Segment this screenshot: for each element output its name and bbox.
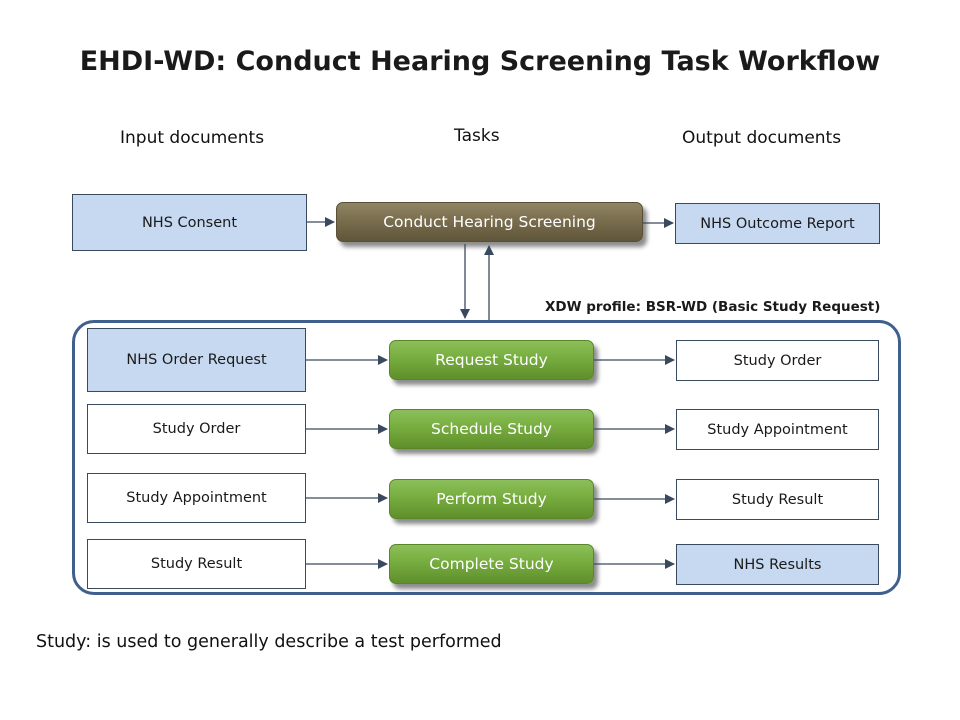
input-doc-row-3: Study Appointment <box>87 473 306 523</box>
output-doc-row-4: NHS Results <box>676 544 879 585</box>
footnote: Study: is used to generally describe a t… <box>36 632 502 652</box>
output-documents-heading: Output documents <box>682 128 842 148</box>
output-doc-row-1: Study Order <box>676 340 879 381</box>
input-doc-row-1: NHS Order Request <box>87 328 306 392</box>
task-schedule-study: Schedule Study <box>389 409 594 449</box>
task-complete-study: Complete Study <box>389 544 594 584</box>
input-doc-nhs-consent: NHS Consent <box>72 194 307 251</box>
output-doc-row-3: Study Result <box>676 479 879 520</box>
xdw-profile-label: XDW profile: BSR-WD (Basic Study Request… <box>545 299 881 315</box>
output-doc-row-2: Study Appointment <box>676 409 879 450</box>
task-perform-study: Perform Study <box>389 479 594 519</box>
bsr-wd-workflow-group <box>72 320 901 595</box>
input-doc-row-2: Study Order <box>87 404 306 454</box>
task-conduct-hearing-screening: Conduct Hearing Screening <box>336 202 643 242</box>
diagram-title: EHDI-WD: Conduct Hearing Screening Task … <box>79 46 881 77</box>
task-request-study: Request Study <box>389 340 594 380</box>
input-documents-heading: Input documents <box>120 128 265 148</box>
input-doc-row-4: Study Result <box>87 539 306 589</box>
tasks-heading: Tasks <box>454 126 500 146</box>
output-doc-nhs-outcome-report: NHS Outcome Report <box>675 203 880 244</box>
